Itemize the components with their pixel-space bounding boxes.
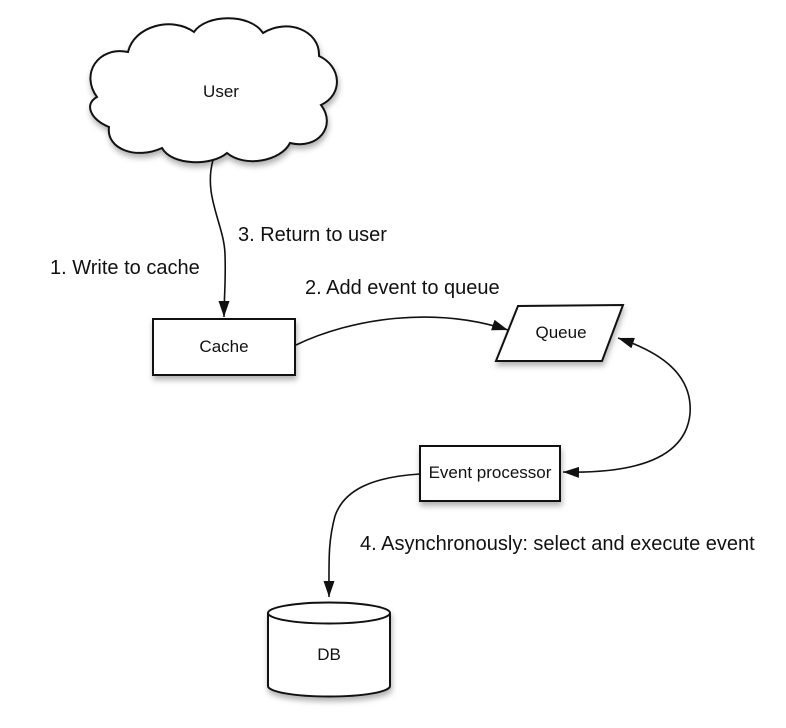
event-processor-box-shape (419, 445, 561, 502)
edge-user-to-cache (209, 159, 230, 318)
step2-add-event-to-queue-label: 2. Add event to queue (305, 277, 500, 299)
db-cylinder-body (267, 613, 391, 698)
user-cloud-shape (89, 17, 338, 164)
event-processor-node-label: Event processor (428, 462, 552, 482)
cache-node-label: Cache (199, 336, 249, 356)
step3-return-to-user-label: 3. Return to user (238, 224, 387, 246)
step1-write-to-cache-label: 1. Write to cache (50, 257, 200, 279)
step4-asynchronously-label: 4. Asynchronously: select and execute ev… (360, 533, 755, 555)
edge-event-processor-to-db (323, 473, 421, 598)
db-cylinder-shape (267, 601, 391, 698)
cache-box-shape (152, 318, 296, 376)
db-node-label: DB (317, 644, 341, 664)
db-cylinder-top (267, 601, 391, 625)
user-node-label: User (203, 81, 239, 101)
queue-node-label: Queue (535, 322, 587, 342)
edge-cache-to-queue (295, 316, 509, 346)
edge-queue-event-processor (562, 337, 691, 478)
